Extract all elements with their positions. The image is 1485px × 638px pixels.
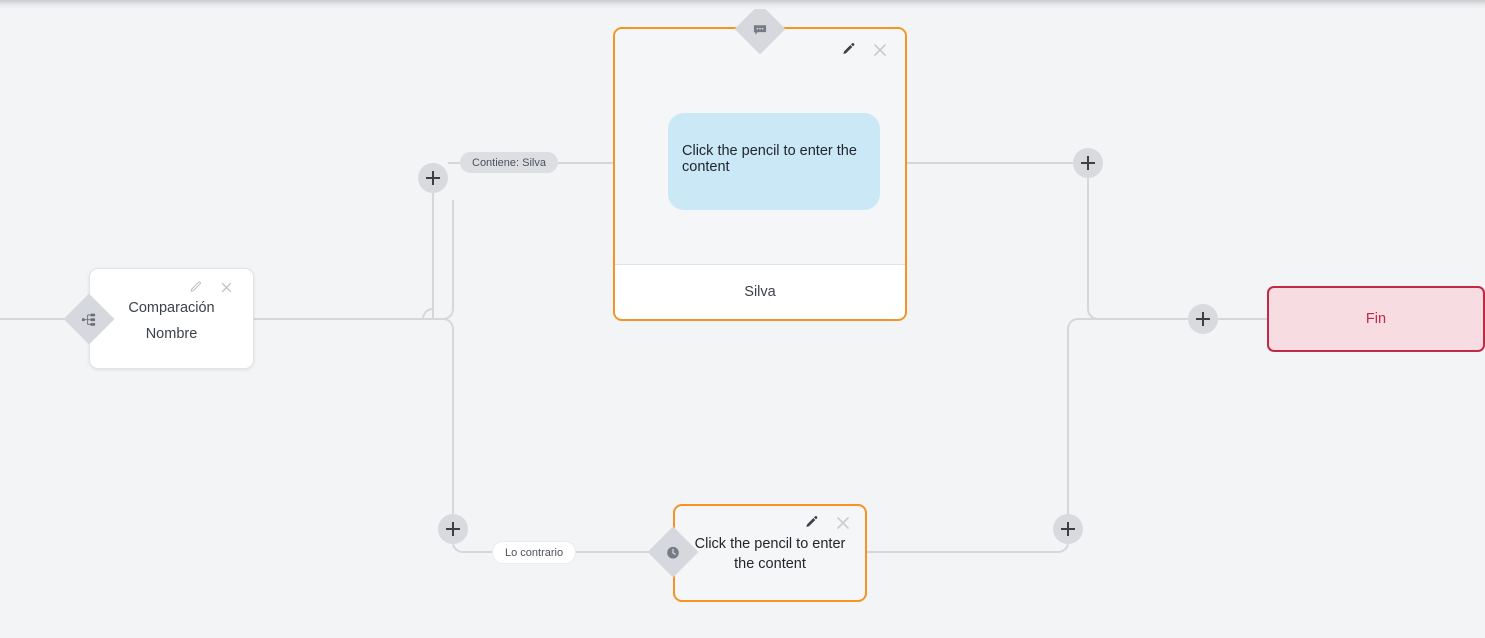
pencil-icon[interactable]	[840, 41, 857, 58]
message-top-bubble: Click the pencil to enter the content	[668, 113, 880, 210]
message-bottom-text: Click the pencil to enter the content	[694, 536, 846, 572]
message-icon	[753, 22, 768, 37]
comparison-node-actions	[187, 279, 235, 296]
add-node-branch-false-button[interactable]	[438, 514, 468, 544]
comparison-badge[interactable]	[63, 293, 115, 345]
edge-label-condition-true[interactable]: Contiene: Silva	[460, 152, 558, 173]
add-node-after-message-top-button[interactable]	[1073, 148, 1103, 178]
comparison-title: Comparación	[128, 300, 215, 316]
pencil-icon[interactable]	[187, 279, 204, 296]
pencil-icon[interactable]	[803, 514, 820, 531]
node-comparison[interactable]: Comparación Nombre	[89, 268, 254, 369]
close-icon[interactable]	[871, 41, 888, 58]
message-bottom-node-actions	[803, 514, 851, 531]
window-chrome-edge	[0, 0, 1485, 9]
message-top-footer: Silva	[615, 264, 905, 319]
clock-icon	[666, 545, 681, 560]
edge-label-condition-false[interactable]: Lo contrario	[492, 541, 577, 564]
sitemap-icon	[81, 312, 97, 327]
message-top-body: Click the pencil to enter the content	[615, 29, 905, 265]
comparison-subtitle: Nombre	[145, 326, 198, 342]
node-end[interactable]: Fin	[1267, 286, 1485, 352]
close-icon[interactable]	[834, 514, 851, 531]
message-top-node-actions	[840, 41, 888, 58]
message-top-badge[interactable]	[734, 3, 786, 55]
node-message-bottom[interactable]: Click the pencil to enter the content	[673, 504, 867, 602]
node-message-top[interactable]: Click the pencil to enter the content Si…	[613, 27, 907, 321]
add-node-after-message-bottom-button[interactable]	[1053, 514, 1083, 544]
add-node-before-end-button[interactable]	[1188, 304, 1218, 334]
message-bottom-badge[interactable]	[647, 526, 699, 578]
close-icon[interactable]	[218, 279, 235, 296]
add-node-branch-true-button[interactable]	[418, 163, 448, 193]
